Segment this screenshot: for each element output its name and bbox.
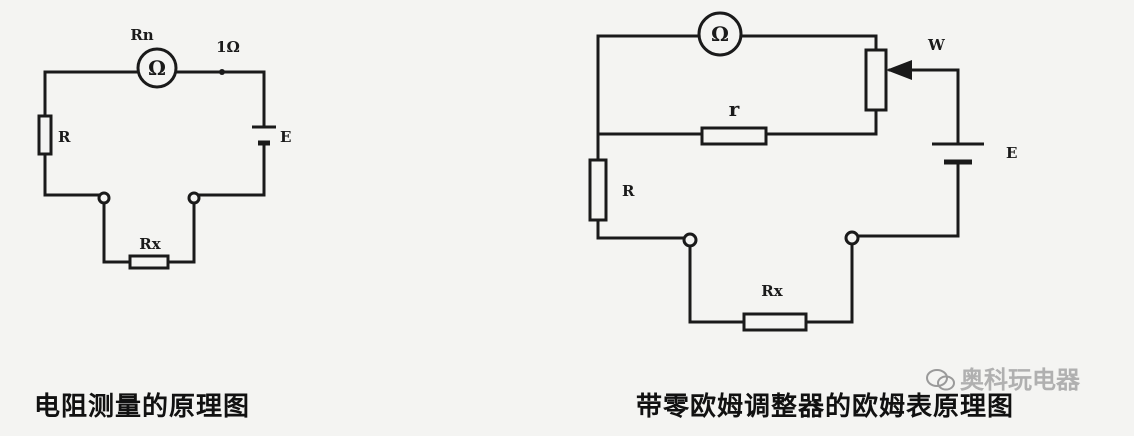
left-caption: 电阻测量的原理图 [34, 392, 251, 422]
right-potentiometer-w [864, 48, 888, 112]
right-potentiometer-label: W [927, 36, 946, 54]
right-ohmmeter-symbol: Ω [711, 22, 729, 46]
left-scale-label: 1Ω [216, 38, 240, 56]
left-ohmmeter-label: Rn [130, 26, 153, 44]
right-resistor-r [588, 158, 608, 222]
right-wire-wiper [854, 68, 960, 238]
wechat-icon [926, 369, 955, 391]
left-resistor-rx-label: Rx [139, 235, 161, 253]
left-circuit: Ω Rn 1Ω R E Rx [37, 26, 291, 270]
right-battery-label: E [1006, 144, 1017, 162]
right-wire-top [596, 34, 878, 52]
right-ohmmeter [697, 11, 743, 57]
left-wire-left [43, 70, 106, 197]
left-battery-label: E [280, 128, 291, 146]
right-potentiometer-wiper [886, 60, 912, 80]
right-circuit: Ω W r R E Rx [588, 11, 1017, 332]
left-terminal-b [187, 191, 201, 205]
right-resistor-r-label: R [622, 182, 635, 200]
right-wire-bottom [688, 242, 854, 324]
right-shunt-r [700, 126, 768, 146]
left-ohmmeter [136, 47, 178, 89]
right-resistor-rx-label: Rx [761, 282, 783, 300]
left-wire-right [196, 70, 266, 197]
right-wire-shunt [596, 108, 878, 136]
left-wire-bottom [102, 200, 196, 264]
left-resistor-r-label: R [58, 128, 71, 146]
right-caption: 带零欧姆调整器的欧姆表原理图 [636, 392, 1015, 422]
left-scale-node [219, 69, 225, 75]
watermark-text: 奥科玩电器 [960, 366, 1080, 394]
left-terminal-a [97, 191, 111, 205]
right-resistor-rx [742, 312, 808, 332]
right-terminal-a [682, 232, 698, 248]
right-wire-left [596, 34, 690, 240]
left-resistor-rx [128, 254, 170, 270]
left-resistor-r [37, 114, 53, 156]
right-terminal-b [844, 230, 860, 246]
left-ohmmeter-symbol: Ω [148, 56, 166, 80]
right-shunt-r-label: r [729, 97, 740, 121]
